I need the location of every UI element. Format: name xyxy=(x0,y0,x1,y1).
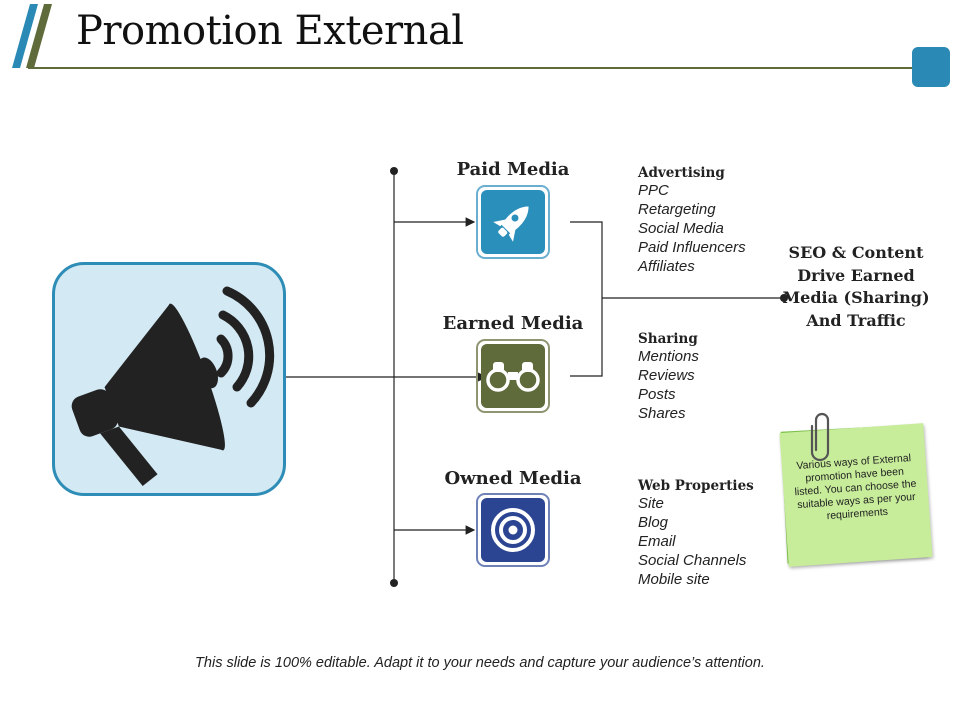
list-item: Shares xyxy=(638,405,686,422)
list-item: Blog xyxy=(638,514,669,531)
list-item: Affiliates xyxy=(638,258,695,275)
web-properties-heading: Web Properties xyxy=(638,478,754,494)
target-icon xyxy=(491,508,535,552)
list-item: Social Media xyxy=(638,220,724,237)
list-item: Retargeting xyxy=(638,201,716,218)
list-item: Social Channels xyxy=(638,552,747,569)
seo-outcome-text: SEO & Content Drive Earned Media (Sharin… xyxy=(782,243,930,330)
list-item: Mobile site xyxy=(638,571,710,588)
footer-caption: This slide is 100% editable. Adapt it to… xyxy=(195,655,765,671)
title-accent-stripes xyxy=(12,4,52,68)
list-item: Paid Influencers xyxy=(638,239,746,256)
owned-media-label: Owned Media xyxy=(444,468,582,489)
megaphone-tile xyxy=(52,262,286,496)
paid-media-label: Paid Media xyxy=(456,159,570,180)
earned-media-tile xyxy=(476,339,550,413)
sticky-note-text: Various ways of External promotion have … xyxy=(779,423,933,567)
earned-media-label: Earned Media xyxy=(442,313,584,334)
owned-media-tile xyxy=(476,493,550,567)
title-divider xyxy=(28,67,912,69)
sharing-heading: Sharing xyxy=(638,331,698,347)
page-title: Promotion External xyxy=(76,8,464,54)
list-item: Email xyxy=(638,533,676,550)
rocket-icon xyxy=(493,206,529,242)
megaphone-icon xyxy=(71,286,275,486)
list-item: Mentions xyxy=(638,348,699,365)
paperclip-icon xyxy=(810,412,830,462)
list-item: Posts xyxy=(638,386,676,403)
binoculars-icon xyxy=(486,362,540,392)
list-item: PPC xyxy=(638,182,669,199)
paid-media-tile xyxy=(476,185,550,259)
list-item: Site xyxy=(638,495,664,512)
list-item: Reviews xyxy=(638,367,695,384)
sticky-note: Various ways of External promotion have … xyxy=(770,408,950,578)
corner-accent-square xyxy=(912,47,950,87)
advertising-heading: Advertising xyxy=(638,165,725,181)
